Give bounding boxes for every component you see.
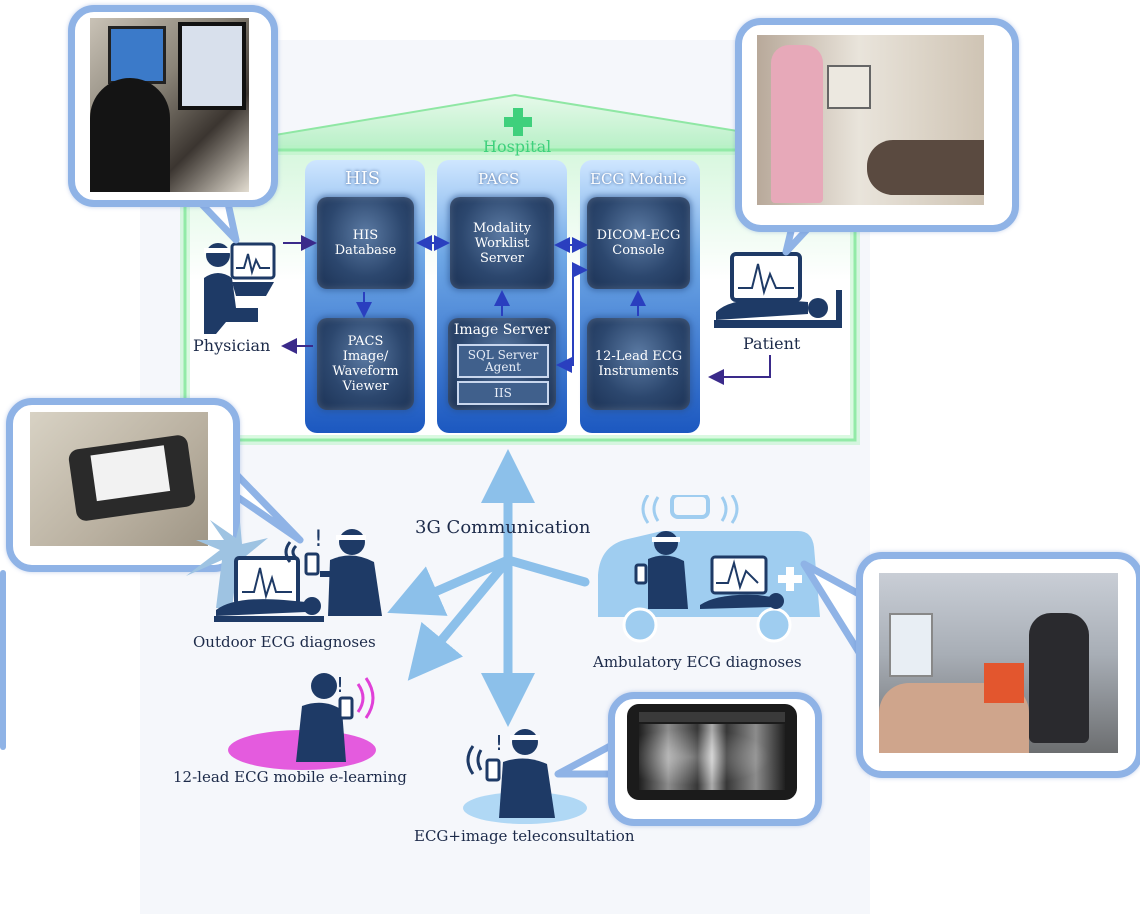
elearning-icon: ! (228, 673, 376, 770)
tree-icon (186, 520, 272, 608)
elearning-label: 12-lead ECG mobile e-learning (173, 768, 407, 786)
ambulatory-ecg-label: Ambulatory ECG diagnoses (593, 653, 802, 671)
box-line: Modality (472, 220, 532, 236)
hospital-title: Hospital (483, 137, 552, 156)
photo-tablet-xray (627, 704, 797, 800)
image-server-title: Image Server (453, 322, 551, 338)
box-line: Worklist (474, 235, 530, 251)
box-line: Database (334, 243, 397, 258)
iis-box: IIS (457, 381, 549, 405)
photo-ambulance-interior (879, 573, 1118, 753)
box-line: Server (479, 250, 525, 266)
box-line: SQL Server (467, 348, 539, 362)
physician-label: Physician (193, 336, 271, 355)
box-line: Instruments (598, 364, 679, 379)
photo-smartphone-ecg (30, 412, 208, 546)
box-line: DICOM-ECG (596, 228, 681, 243)
ecg-instruments-box: 12-Lead ECG Instruments (587, 318, 690, 410)
his-database-box: HIS Database (317, 197, 414, 289)
modality-worklist-server-box: Modality Worklist Server (450, 197, 554, 289)
teleconsult-icon: ! (463, 729, 587, 824)
box-line: Image/ (342, 349, 389, 364)
box-line: PACS (347, 334, 384, 349)
paramedic-icon: ! (284, 527, 382, 616)
patient-label: Patient (743, 334, 801, 353)
box-line: Viewer (342, 379, 389, 394)
ambulance-icon (598, 495, 820, 643)
svg-text:!: ! (336, 673, 344, 697)
photo-ecg-bedside (757, 35, 984, 205)
box-line: 12-Lead ECG (594, 349, 683, 364)
sql-server-agent-box: SQL Server Agent (457, 344, 549, 378)
svg-text:!: ! (495, 731, 503, 755)
teleconsultation-label: ECG+image teleconsultation (414, 827, 635, 845)
svg-text:!: ! (314, 527, 323, 552)
box-line: Console (612, 243, 665, 258)
pacs-viewer-box: PACS Image/ Waveform Viewer (317, 318, 414, 410)
photo-physician-workstation (90, 18, 249, 192)
his-column-title: HIS (345, 168, 381, 189)
outdoor-ecg-scene (214, 556, 324, 622)
dicom-ecg-console-box: DICOM-ECG Console (587, 197, 690, 289)
bubble-edge (0, 570, 6, 750)
outdoor-ecg-label: Outdoor ECG diagnoses (193, 633, 376, 651)
pacs-column-title: PACS (478, 170, 520, 188)
patient-icon (714, 252, 842, 328)
box-line: HIS (352, 228, 379, 243)
ecg-module-column-title: ECG Module (590, 170, 687, 188)
box-line: Agent (485, 360, 521, 374)
cross-icon (504, 108, 532, 136)
3g-communication-label: 3G Communication (415, 517, 591, 538)
box-line: IIS (494, 386, 512, 400)
box-line: Waveform (332, 364, 399, 379)
physician-icon (204, 242, 276, 334)
